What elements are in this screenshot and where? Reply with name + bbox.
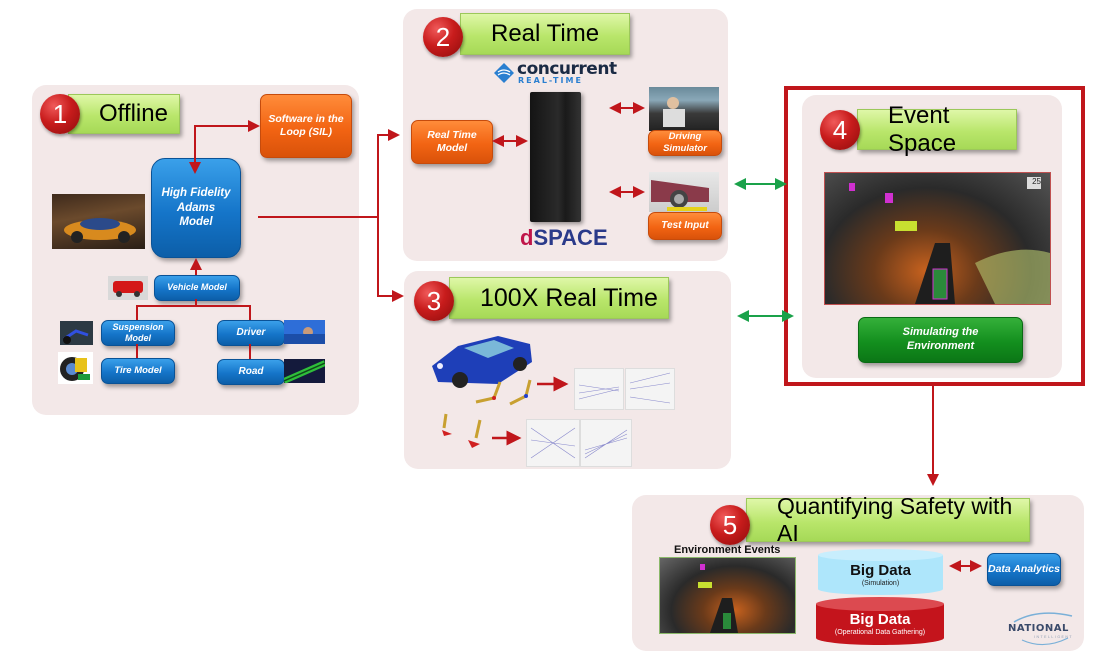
concurrent-logo: concurrent REAL-TIME [492, 59, 622, 85]
road-thumb [284, 359, 325, 383]
big-data-simulation-cylinder[interactable]: Big Data (Simulation) [818, 549, 943, 595]
concurrent-wordmark: concurrent [517, 59, 617, 79]
vehicle-model-box[interactable]: Vehicle Model [154, 275, 240, 301]
national-logo-text: NATIONAL [1008, 623, 1069, 634]
driver-box[interactable]: Driver [217, 320, 285, 346]
mechanism-parts-image [440, 410, 500, 450]
data-analytics-box[interactable]: Data Analytics [987, 553, 1061, 586]
event-space-highlight-frame [784, 86, 1085, 386]
plot-thumb-2 [625, 368, 675, 410]
simulating-environment-box[interactable]: Simulating the Environment [858, 317, 1023, 363]
car-icon [64, 218, 136, 243]
step-3-badge: 3 [414, 281, 454, 321]
offline-title: Offline [68, 94, 180, 134]
suspension-model-box[interactable]: Suspension Model [101, 320, 175, 346]
event-title: Event Space [857, 102, 1017, 157]
red-vehicle-thumb [108, 276, 148, 300]
concurrent-subtitle: REAL-TIME [518, 76, 583, 85]
road-box[interactable]: Road [217, 359, 285, 385]
blue-sedan-image [428, 326, 538, 396]
safety-title: Quantifying Safety with AI [746, 493, 1030, 546]
dspace-logo-space: SPACE [533, 225, 608, 250]
environment-events-label: Environment Events [674, 544, 781, 556]
speed-readout: 25 [1032, 177, 1041, 186]
driving-simulator-box[interactable]: Driving Simulator [648, 130, 722, 156]
driving-simulator-image [649, 87, 719, 131]
national-logo-subtext: INTELLIGENT [1034, 635, 1074, 639]
lidar-scene-image: 25 [824, 172, 1051, 305]
big-data-ops-title: Big Data [849, 611, 911, 628]
step-2-badge: 2 [423, 17, 463, 57]
adams-model-box[interactable]: High Fidelity Adams Model [151, 158, 241, 258]
step-1-badge: 1 [40, 94, 80, 134]
test-input-box[interactable]: Test Input [648, 212, 722, 240]
suspension-components-image [470, 378, 540, 408]
logo-swoosh-icon [1013, 612, 1073, 646]
plot-thumb-1 [574, 368, 624, 410]
suspension-thumb [60, 321, 93, 345]
dspace-logo: dSPACE [520, 225, 608, 251]
offline-to-fast-arrow [377, 217, 404, 302]
fast-title: 100X Real Time [449, 277, 669, 319]
step-4-badge: 4 [820, 110, 860, 150]
realtime-title: Real Time [460, 13, 630, 55]
server-tower-image [530, 92, 581, 222]
big-data-ops-subtitle: (Operational Data Gathering) [834, 629, 926, 636]
tire-thumb [58, 352, 93, 384]
dspace-logo-d: d [520, 225, 534, 250]
realtime-model-box[interactable]: Real Time Model [411, 120, 493, 164]
plot-thumb-4 [580, 419, 632, 467]
plot-thumb-3 [526, 419, 580, 467]
driver-thumb [284, 320, 325, 344]
test-input-image [649, 172, 719, 212]
big-data-sim-subtitle: (Simulation) [861, 580, 900, 587]
big-data-operational-cylinder[interactable]: Big Data (Operational Data Gathering) [816, 597, 944, 645]
sil-box[interactable]: Software in the Loop (SIL) [260, 94, 352, 158]
convertible-car-image [52, 194, 145, 249]
big-data-sim-title: Big Data [850, 562, 911, 579]
concurrent-diamond-icon [494, 63, 514, 83]
environment-events-image [659, 557, 796, 634]
national-intelligent-logo: NATIONAL INTELLIGENT [1008, 610, 1080, 646]
tire-model-box[interactable]: Tire Model [101, 358, 175, 384]
step-5-badge: 5 [710, 505, 750, 545]
